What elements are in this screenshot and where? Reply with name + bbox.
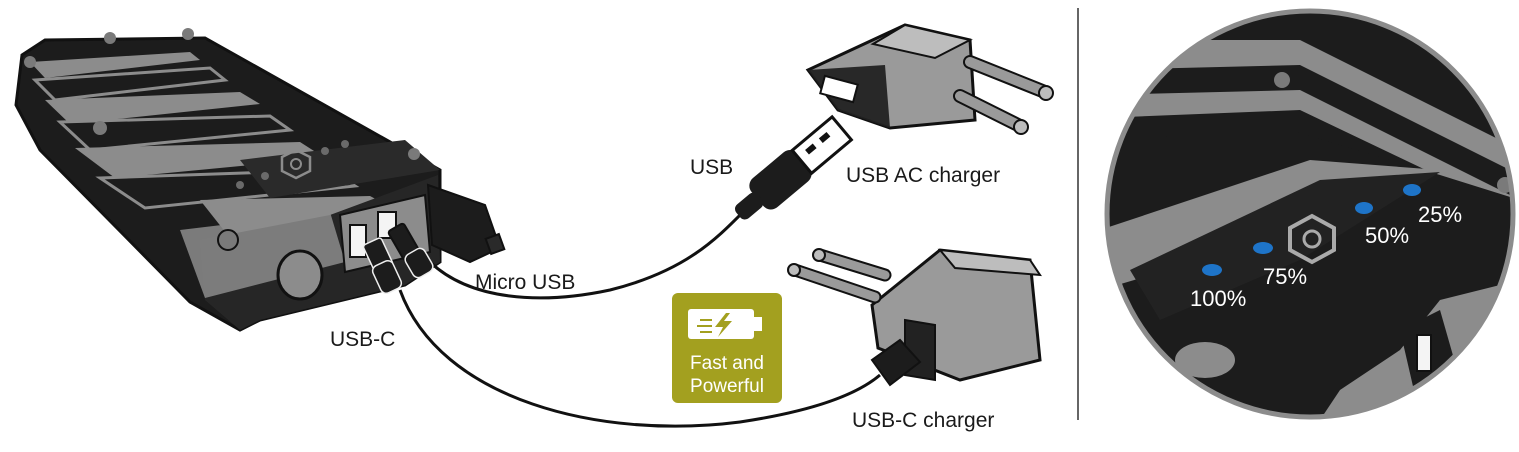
label-usb: USB — [690, 156, 733, 179]
power-bank — [14, 28, 506, 332]
led-100-icon — [1202, 264, 1222, 276]
label-usb-ac-charger: USB AC charger — [846, 164, 1000, 187]
micro-usb-plug — [387, 222, 434, 279]
indicator-zoom-view: 100% 75% 50% 25% — [1104, 8, 1516, 420]
battery-charging-icon — [688, 309, 762, 339]
usb-c-charger — [787, 248, 1042, 387]
label-usb-c: USB-C — [330, 328, 395, 351]
fast-powerful-badge: Fast and Powerful — [672, 293, 782, 403]
usb-c-plug — [362, 237, 403, 295]
led-25-icon — [1403, 184, 1421, 196]
badge-line1: Fast and — [690, 353, 764, 374]
label-micro-usb: Micro USB — [475, 271, 575, 294]
level-25: 25% — [1418, 202, 1462, 227]
led-50-icon — [1355, 202, 1373, 214]
usb-c-cable — [398, 289, 881, 428]
micro-usb-cable — [428, 203, 752, 300]
badge-line2: Powerful — [690, 376, 764, 397]
label-usb-c-charger: USB-C charger — [852, 409, 994, 432]
usb-a-plug — [734, 114, 854, 220]
level-75: 75% — [1263, 264, 1307, 289]
level-100: 100% — [1190, 286, 1246, 311]
led-75-icon — [1253, 242, 1273, 254]
cables — [398, 203, 881, 428]
level-50: 50% — [1365, 223, 1409, 248]
usb-ac-charger — [805, 23, 1054, 135]
